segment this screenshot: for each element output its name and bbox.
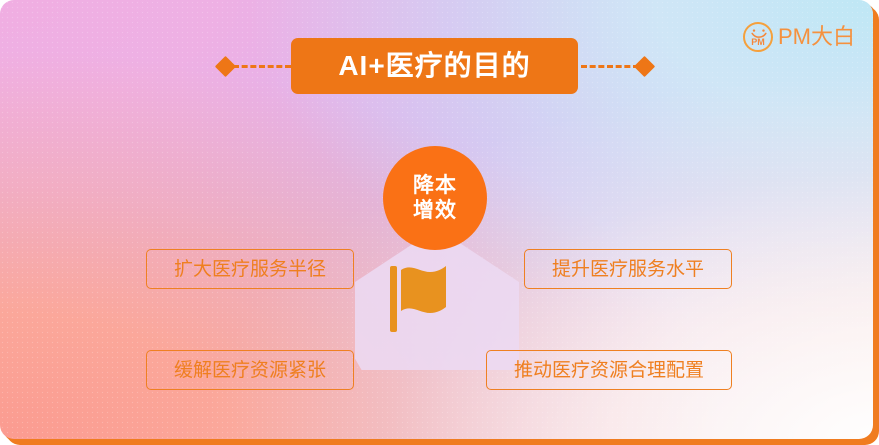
- flag-icon: [390, 266, 446, 332]
- dashed-connector-right: [581, 64, 639, 68]
- title-row: AI+医疗的目的: [0, 38, 873, 94]
- title-banner: AI+医疗的目的: [291, 38, 578, 94]
- core-goal-line-2: 增效: [413, 199, 457, 222]
- smiley-face-icon: [751, 29, 767, 38]
- core-goal-line-1: 降本: [413, 174, 457, 197]
- poster-background: AI+医疗的目的 PM PM大白 降本: [0, 0, 873, 439]
- outcome-label: 提升医疗服务水平: [551, 258, 704, 280]
- outcome-label: 推动医疗资源合理配置: [513, 359, 704, 381]
- pm-avatar-icon: PM: [742, 22, 773, 52]
- outcome-box-bottom-left: 缓解医疗资源紧张: [146, 350, 354, 390]
- outcome-box-bottom-right: 推动医疗资源合理配置: [486, 350, 732, 390]
- outcome-label: 缓解医疗资源紧张: [173, 359, 326, 381]
- outcome-box-top-left: 扩大医疗服务半径: [146, 249, 354, 289]
- outcome-box-top-right: 提升医疗服务水平: [524, 249, 732, 289]
- outcome-label: 扩大医疗服务半径: [173, 258, 326, 280]
- brand-logo: PM PM大白: [742, 22, 855, 52]
- brand-name: PM大白: [777, 24, 855, 49]
- page-title: AI+医疗的目的: [338, 50, 531, 81]
- logo-mark-label: PM: [751, 37, 765, 47]
- diamond-right-icon: [633, 55, 656, 77]
- dashed-connector-left: [233, 64, 291, 68]
- core-goal-circle: 降本 增效: [383, 146, 487, 250]
